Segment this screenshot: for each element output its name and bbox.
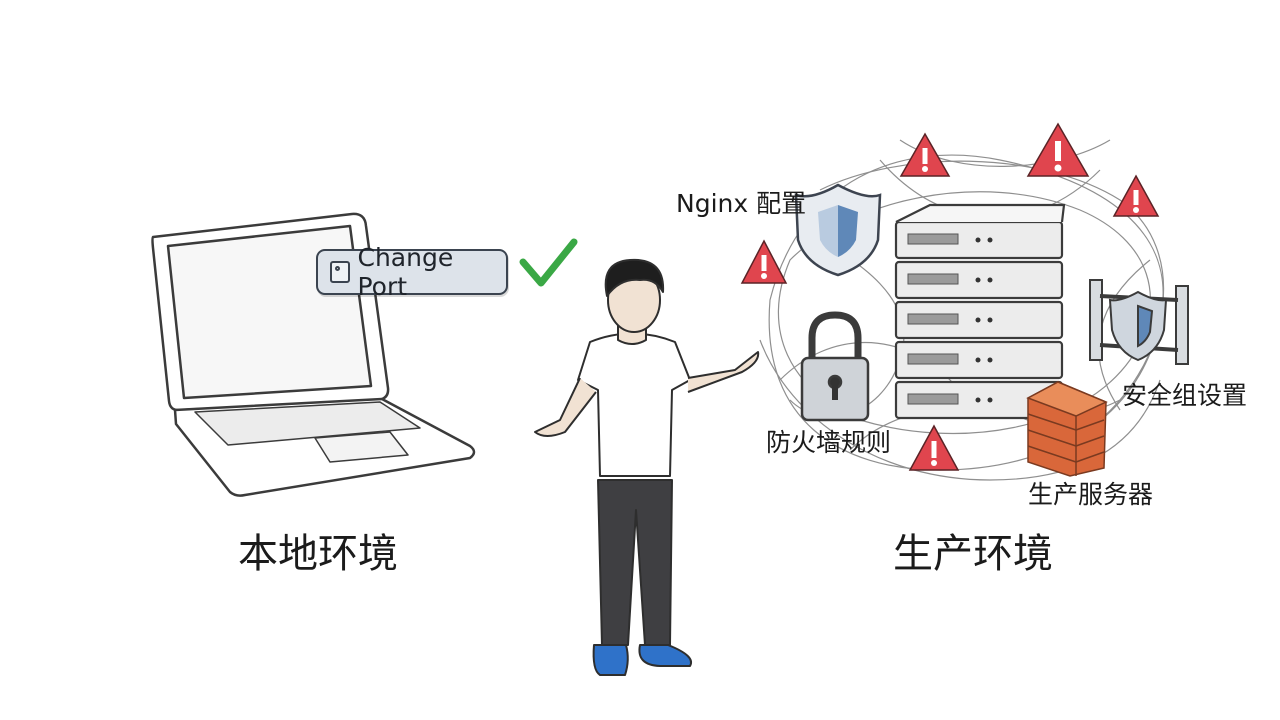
production-environment-title: 生产环境	[893, 531, 1053, 577]
server-rack-icon	[894, 203, 1066, 420]
brick-wall-icon	[1026, 381, 1108, 477]
lock-icon	[800, 311, 870, 422]
nginx-config-label: Nginx 配置	[676, 189, 807, 218]
firewall-rules-label: 防火墙规则	[766, 428, 892, 457]
check-icon	[519, 238, 578, 287]
warning-icons	[740, 122, 1160, 471]
warning-icon	[899, 132, 951, 177]
shield-icon	[794, 183, 882, 277]
document-icon	[330, 261, 350, 283]
local-environment-title: 本地环境	[238, 531, 398, 577]
warning-icon	[740, 239, 788, 284]
change-port-label: Change Port	[357, 243, 454, 301]
production-server-label: 生产服务器	[1028, 480, 1154, 509]
gate-shield-icon	[1089, 279, 1189, 365]
warning-icon	[1112, 174, 1160, 217]
warning-icon	[1026, 122, 1090, 177]
warning-icon	[908, 424, 960, 471]
security-group-label: 安全组设置	[1122, 381, 1248, 410]
person-illustration	[534, 258, 760, 676]
change-port-button[interactable]: Change Port	[316, 243, 508, 301]
